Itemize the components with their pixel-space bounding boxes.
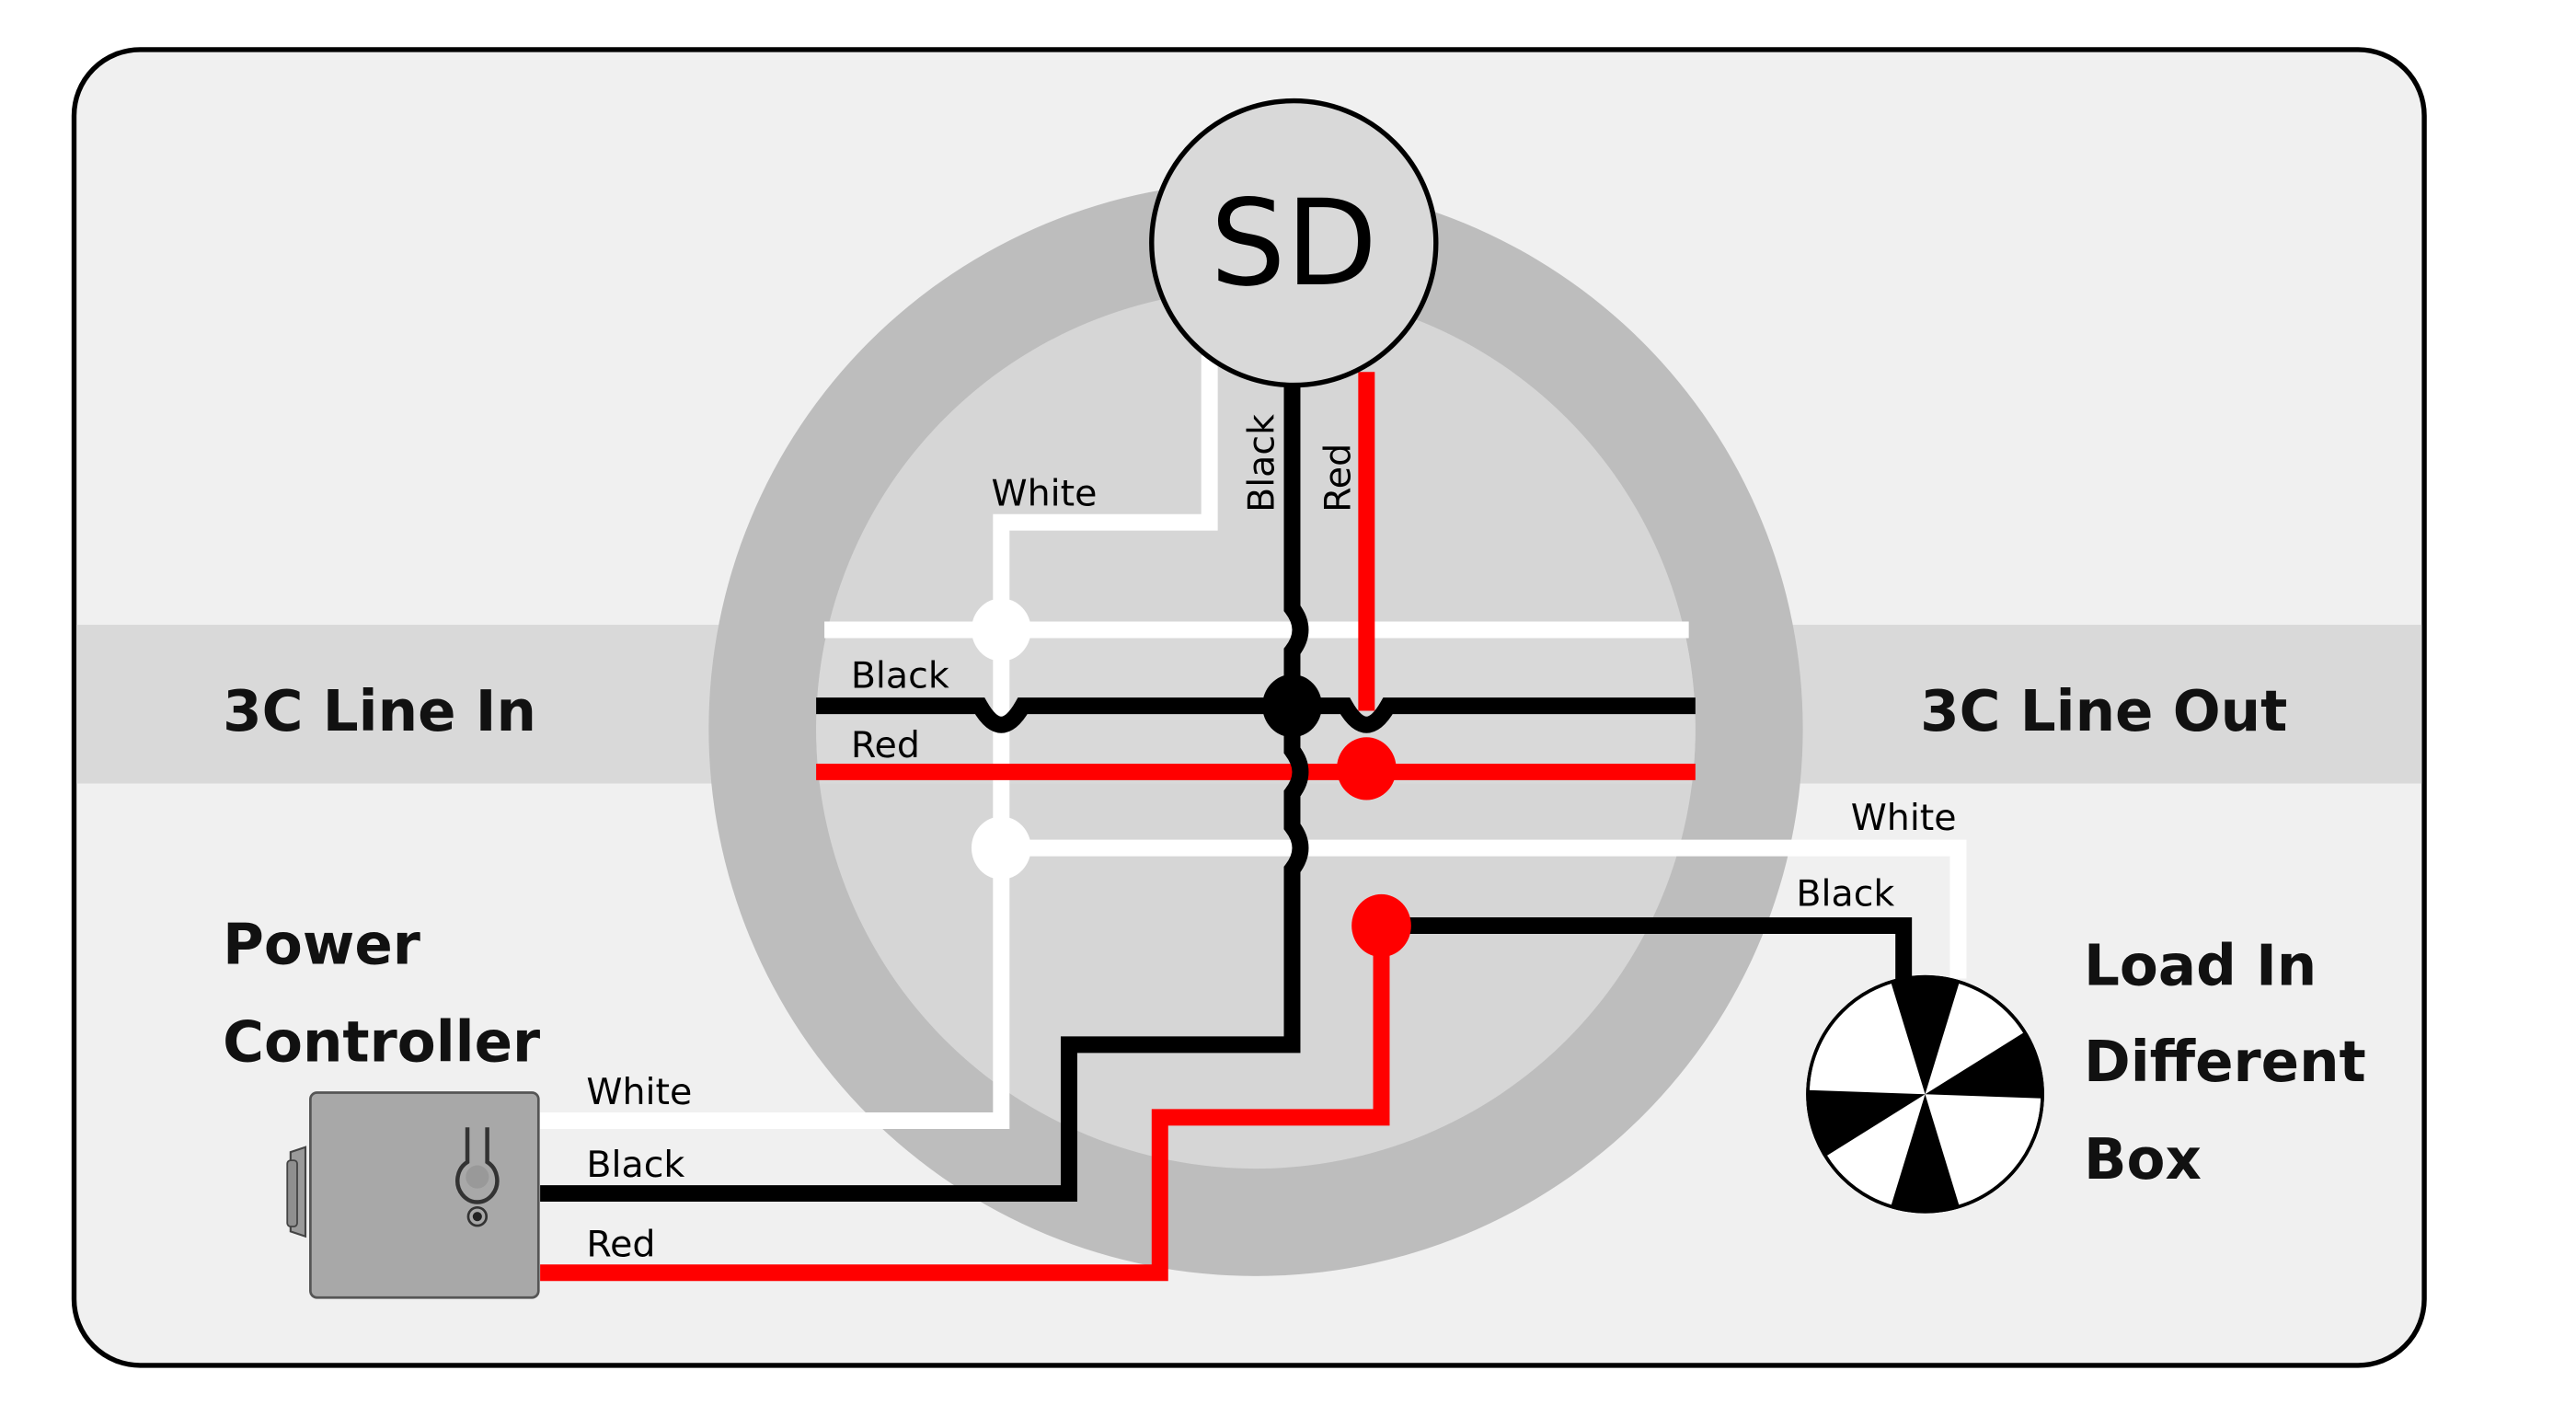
sd-label: SD (1210, 174, 1377, 313)
label-line-black: Black (851, 654, 949, 697)
junction-white-top (971, 598, 1031, 662)
power-controller-icon (286, 1091, 540, 1299)
junction-red (1336, 737, 1397, 800)
junction-red-load (1351, 893, 1411, 958)
label-line-red: Red (851, 724, 920, 766)
junction-white-bottom (971, 816, 1031, 880)
heading-power: Power (223, 912, 420, 977)
heading-load-1: Load In (2084, 934, 2317, 999)
wire-white-sd (540, 355, 1218, 1129)
heading-load-2: Different (2084, 1030, 2366, 1095)
fan-blade (1807, 1089, 1926, 1157)
wire-black-load (1381, 917, 1913, 985)
label-pc-red: Red (586, 1223, 655, 1265)
fan-blade (1891, 976, 1960, 1095)
label-pc-black: Black (586, 1144, 684, 1186)
fan-blade (1925, 1031, 2043, 1099)
label-load-black: Black (1796, 872, 1894, 915)
load-fan-icon (1806, 974, 2044, 1214)
wire-red-pc (540, 926, 1390, 1282)
heading-line-out: 3C Line Out (1920, 679, 2287, 744)
label-load-white: White (1851, 797, 1957, 839)
heading-controller: Controller (223, 1009, 540, 1075)
junction-black (1262, 674, 1322, 738)
white-wires (540, 355, 1967, 1129)
heading-line-in: 3C Line In (223, 679, 536, 744)
smart-dimmer: SD (1149, 98, 1439, 388)
red-wires (540, 372, 1696, 1282)
label-pc-white: White (586, 1071, 692, 1113)
wire-white-load (1001, 839, 1967, 979)
label-sd-white: White (992, 473, 1098, 515)
sd-circle (1149, 98, 1439, 388)
label-sd-red: Red (1317, 443, 1359, 512)
heading-load-3: Box (2084, 1127, 2202, 1192)
label-sd-black: Black (1241, 414, 1283, 512)
wire-black-line (816, 697, 1696, 733)
fan-blade (1891, 1094, 1960, 1212)
